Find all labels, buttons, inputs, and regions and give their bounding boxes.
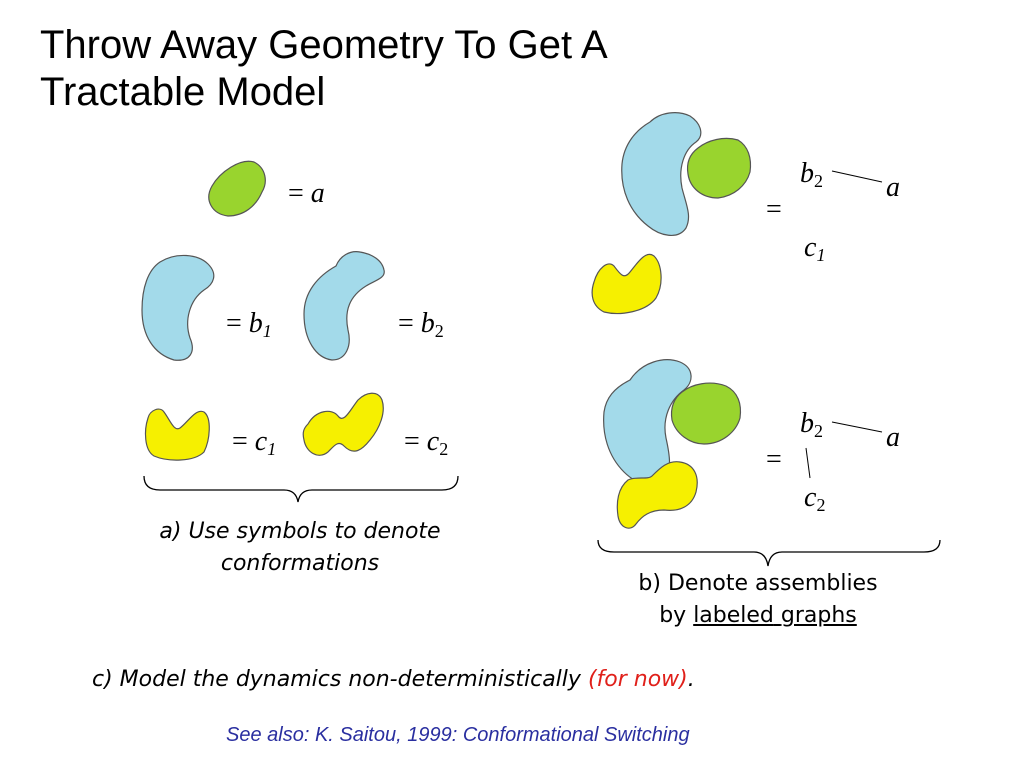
brace-a — [143, 475, 459, 503]
caption-c-main: c) Model the dynamics non-deterministica… — [92, 667, 588, 692]
caption-c: c) Model the dynamics non-deterministica… — [92, 664, 695, 696]
graph1-c: c — [804, 232, 817, 263]
caption-b-line1: b) Denote assemblies — [638, 571, 878, 596]
assembly1-blue-blob — [621, 112, 702, 236]
graph1-node-c1: c1 — [804, 232, 826, 265]
title-line-1: Throw Away Geometry To Get A — [40, 23, 608, 67]
assembly1-green-blob — [686, 137, 752, 199]
label-c2: = c2 — [404, 426, 449, 459]
graph1-equals: = — [766, 194, 782, 225]
assembly2-yellow-blob — [616, 461, 698, 529]
caption-b-prefix: by — [659, 603, 694, 628]
equals-sign: = — [404, 426, 420, 457]
graph2-c-sub: 2 — [816, 495, 826, 515]
graph2-b: b — [800, 408, 814, 439]
caption-c-for-now: (for now) — [587, 667, 688, 692]
caption-a-line1: a) Use symbols to denote — [159, 519, 441, 544]
subscript-1: 1 — [262, 321, 272, 341]
graph2-edge-b2-c2 — [805, 447, 811, 479]
graph1-node-b2: b2 — [800, 158, 823, 191]
symbol-c: c — [426, 426, 440, 457]
graph2-b-sub: 2 — [814, 421, 823, 441]
graph1-b: b — [800, 158, 814, 189]
graph2-c: c — [804, 482, 817, 513]
title-line-2: Tractable Model — [40, 70, 326, 114]
equals-sign: = — [226, 308, 242, 339]
graph1-node-a: a — [886, 172, 900, 203]
brace-b — [597, 539, 941, 567]
see-also-reference: See also: K. Saitou, 1999: Conformationa… — [226, 724, 690, 746]
equals-sign: = — [288, 178, 304, 209]
label-b1: = b1 — [226, 308, 272, 341]
symbol-a: a — [310, 178, 325, 209]
caption-b-line2: by labeled graphs — [600, 600, 916, 632]
equals-sign: = — [232, 426, 248, 457]
caption-b-labeled: labeled — [693, 603, 774, 628]
symbol-b: b — [420, 308, 435, 339]
caption-a: a) Use symbols to denote conformations — [130, 516, 470, 580]
assembly1-yellow-blob — [591, 253, 662, 315]
blue-blob-b1 — [141, 254, 215, 361]
graph2-equals: = — [766, 444, 782, 475]
graph1-c-sub: 1 — [816, 245, 826, 265]
symbol-b: b — [248, 308, 263, 339]
label-a: = a — [288, 180, 325, 208]
assembly2-green-blob — [670, 382, 742, 445]
caption-b-graphs: graphs — [780, 603, 857, 628]
graph2-edge-b2-a — [831, 421, 883, 433]
subscript-1: 1 — [267, 439, 277, 459]
subscript-2: 2 — [434, 321, 444, 341]
caption-b: b) Denote assemblies by labeled graphs — [600, 568, 916, 632]
graph2-node-c2: c2 — [804, 482, 826, 515]
subscript-2: 2 — [439, 439, 449, 459]
label-c1: = c1 — [232, 426, 277, 459]
graph1-edge-b2-a — [831, 170, 883, 183]
graph2-node-b2: b2 — [800, 408, 823, 441]
caption-b-space — [774, 603, 781, 628]
label-b2: = b2 — [398, 308, 444, 341]
slide-title: Throw Away Geometry To Get A Tractable M… — [40, 22, 608, 116]
graph2-node-a: a — [886, 422, 900, 453]
blue-blob-b2 — [303, 251, 385, 361]
green-blob-a — [208, 160, 266, 217]
caption-c-period: . — [687, 667, 695, 692]
caption-a-line2: conformations — [220, 551, 380, 576]
yellow-blob-c1 — [144, 408, 210, 461]
graph1-b-sub: 2 — [814, 171, 823, 191]
equals-sign: = — [398, 308, 414, 339]
symbol-c: c — [254, 426, 268, 457]
yellow-blob-c2 — [302, 392, 384, 456]
